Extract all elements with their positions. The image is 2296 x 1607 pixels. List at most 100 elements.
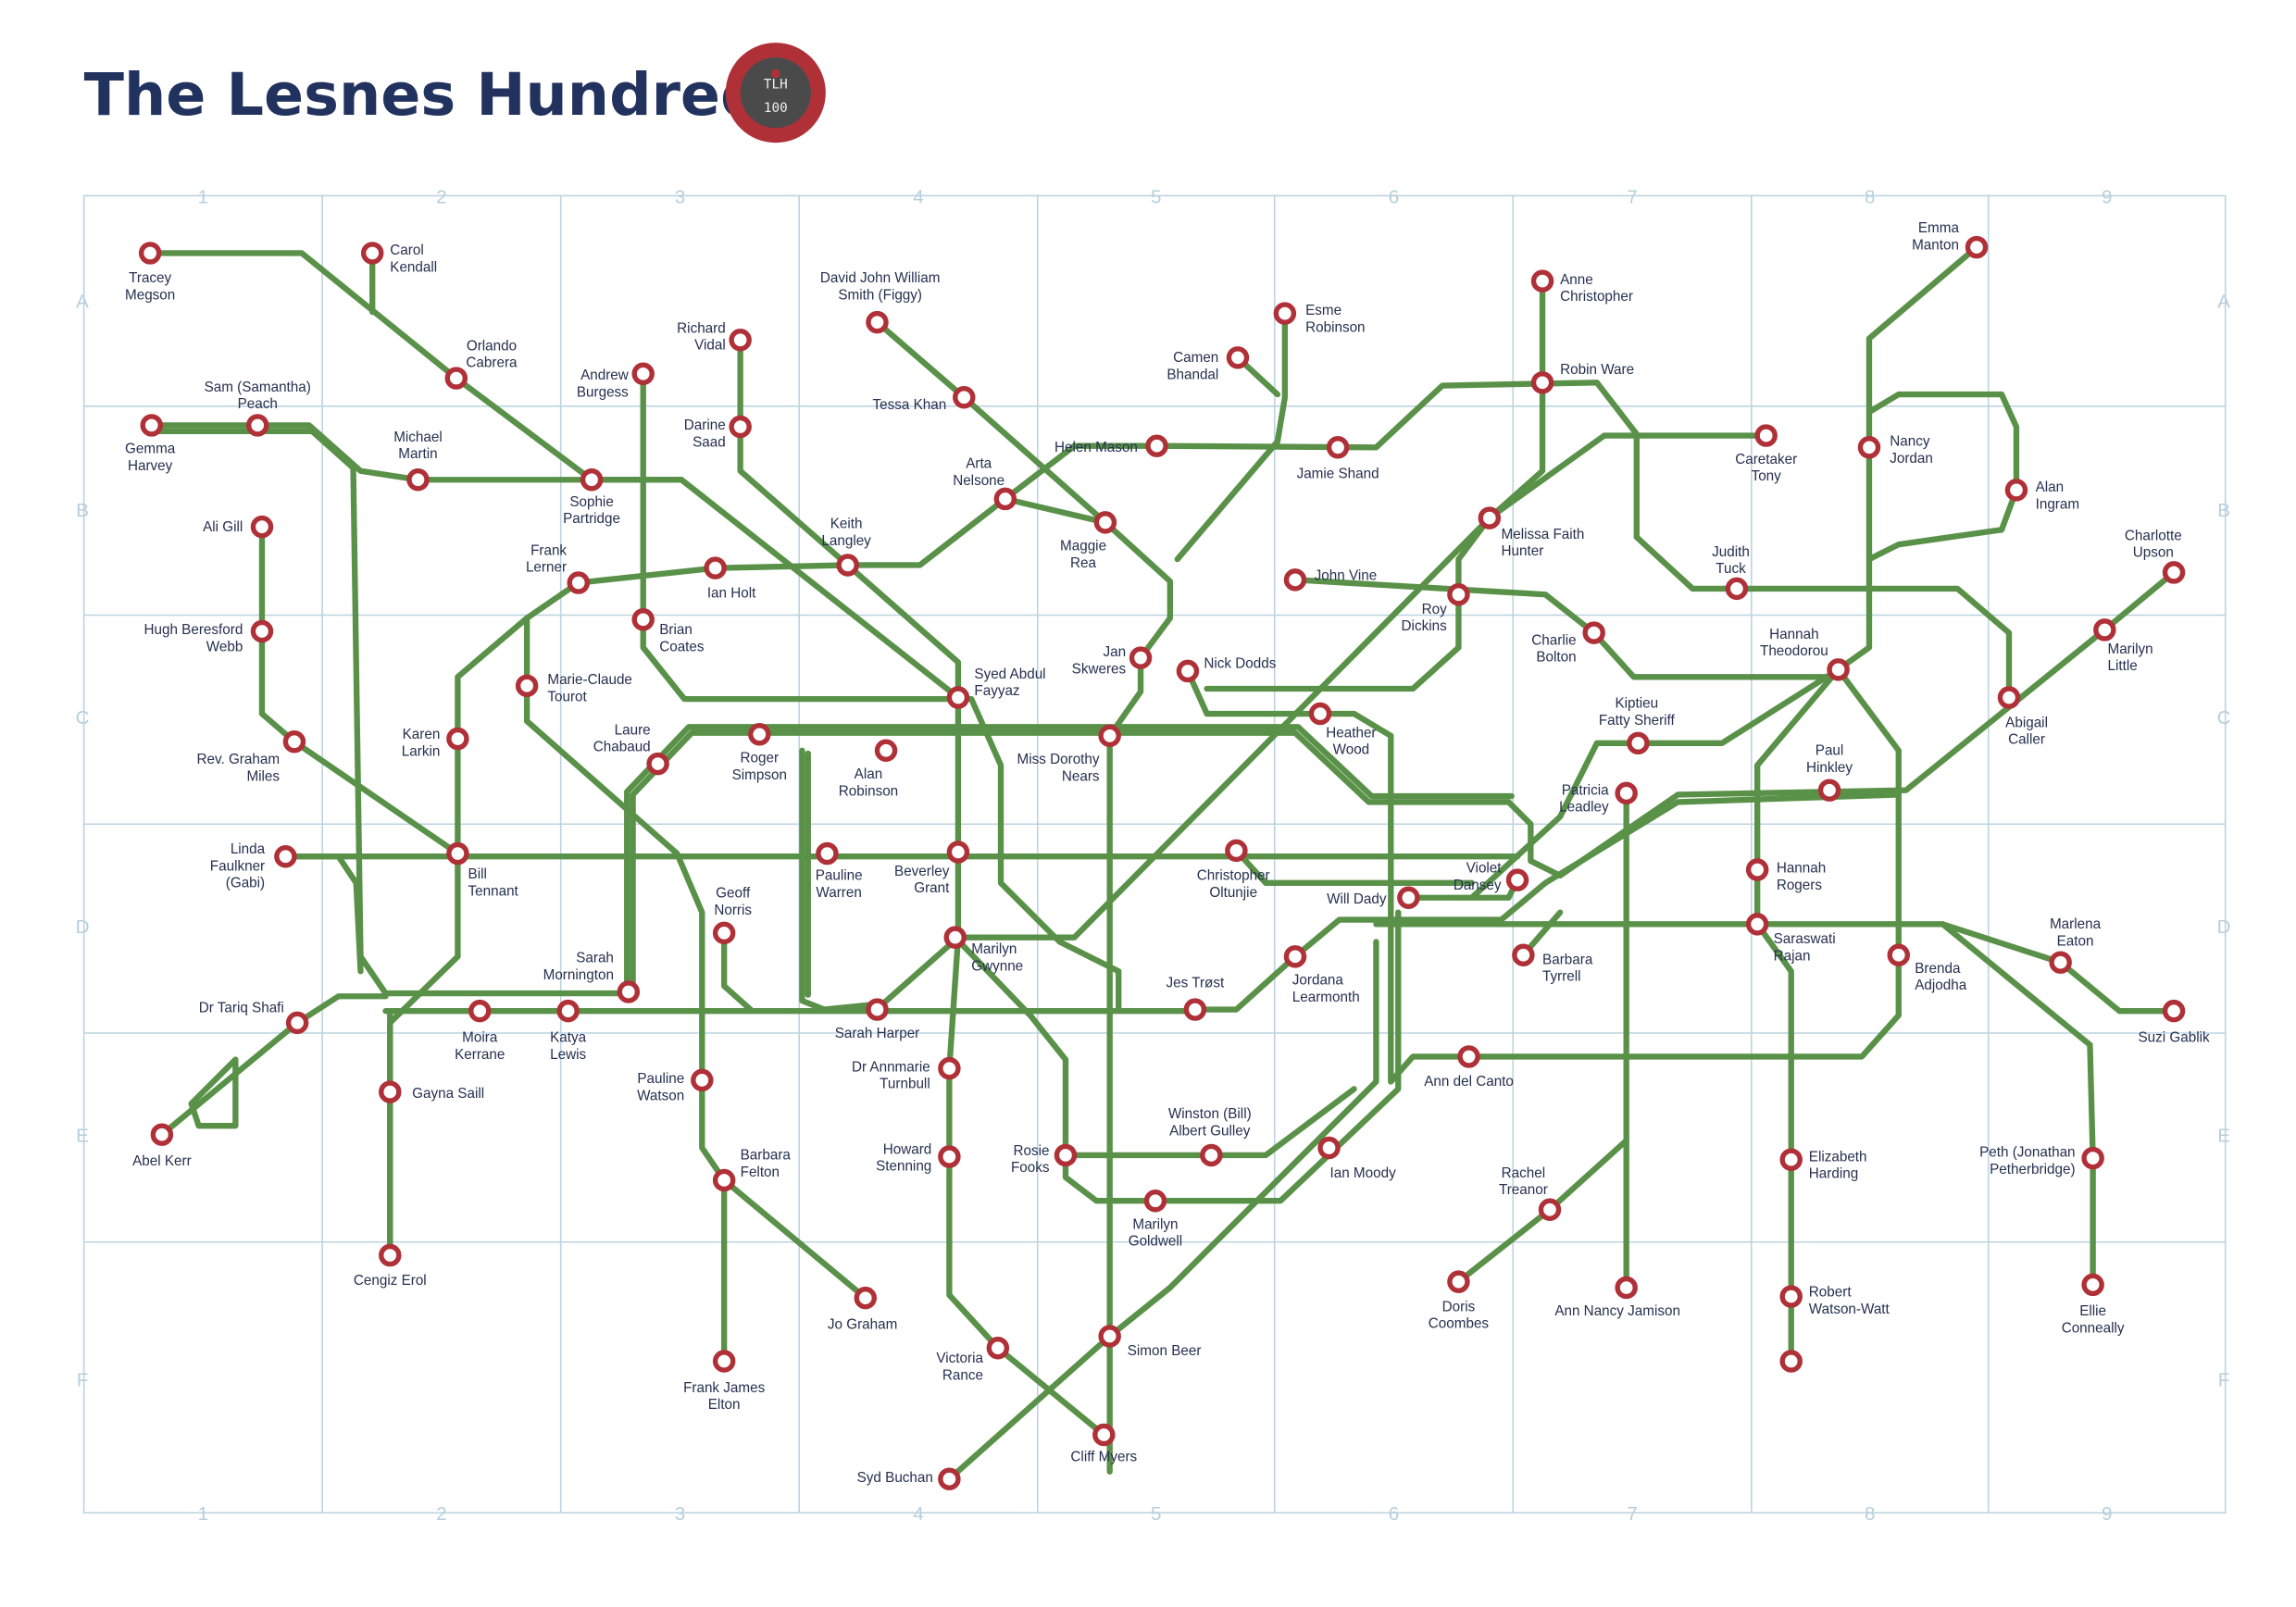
station-marker-icon[interactable] [1779, 1148, 1803, 1171]
station-marker-icon[interactable] [938, 1145, 961, 1168]
station-marker-icon[interactable] [1098, 724, 1121, 748]
station-marker-icon[interactable] [1283, 568, 1307, 592]
station-marker-icon[interactable] [274, 844, 297, 868]
station-marker-icon[interactable] [250, 515, 274, 539]
station[interactable] [1779, 1350, 1803, 1373]
station-marker-icon[interactable] [631, 608, 655, 631]
station-marker-icon[interactable] [1754, 424, 1778, 447]
station-marker-icon[interactable] [1226, 346, 1250, 369]
station-marker-icon[interactable] [1512, 943, 1535, 966]
station-marker-icon[interactable] [2004, 479, 2028, 502]
station-marker-icon[interactable] [729, 328, 752, 352]
station[interactable]: Abel Kerr [132, 1123, 192, 1169]
station-marker-icon[interactable] [556, 999, 580, 1023]
station-marker-icon[interactable] [986, 1336, 1010, 1360]
station[interactable]: Ian Moody [1317, 1136, 1396, 1181]
station[interactable]: Tessa Khan [873, 385, 976, 413]
station[interactable]: Jes Trøst [1167, 976, 1225, 1021]
station[interactable]: Ian Holt [704, 556, 756, 601]
station-marker-icon[interactable] [1273, 302, 1297, 325]
station-marker-icon[interactable] [1745, 858, 1769, 881]
station-marker-icon[interactable] [245, 414, 269, 437]
station[interactable]: Sarah Harper [835, 998, 920, 1041]
station-marker-icon[interactable] [406, 468, 430, 492]
station[interactable]: Nick Dodds [1176, 656, 1277, 683]
station-marker-icon[interactable] [2162, 999, 2186, 1023]
station-marker-icon[interactable] [2049, 951, 2072, 974]
station-marker-icon[interactable] [946, 686, 970, 709]
station-marker-icon[interactable] [1817, 779, 1841, 802]
station-marker-icon[interactable] [993, 487, 1017, 511]
station-marker-icon[interactable] [1505, 868, 1529, 891]
station-marker-icon[interactable] [567, 571, 591, 594]
station-marker-icon[interactable] [2081, 1273, 2104, 1297]
station[interactable]: Jo Graham [828, 1286, 897, 1333]
station-marker-icon[interactable] [379, 1080, 402, 1103]
station-marker-icon[interactable] [1538, 1198, 1562, 1222]
station-marker-icon[interactable] [943, 926, 967, 949]
station-marker-icon[interactable] [2093, 618, 2116, 642]
station-marker-icon[interactable] [1317, 1136, 1341, 1160]
station[interactable]: Ali Gill [203, 515, 274, 539]
station-marker-icon[interactable] [1326, 436, 1350, 459]
station-marker-icon[interactable] [617, 980, 641, 1003]
station-marker-icon[interactable] [580, 468, 604, 492]
station[interactable]: Winston (Bill)Albert Gulley [1168, 1106, 1252, 1167]
station[interactable]: Helen Mason [1054, 434, 1168, 457]
station-marker-icon[interactable] [729, 415, 752, 439]
station-marker-icon[interactable] [360, 242, 384, 265]
station-marker-icon[interactable] [712, 1350, 736, 1373]
station-marker-icon[interactable] [1225, 839, 1248, 863]
station-marker-icon[interactable] [1887, 943, 1911, 966]
station-marker-icon[interactable] [1627, 731, 1650, 755]
station-marker-icon[interactable] [2081, 1146, 2104, 1170]
station-marker-icon[interactable] [446, 727, 469, 751]
station-marker-icon[interactable] [836, 554, 859, 577]
station-marker-icon[interactable] [444, 367, 468, 390]
station-marker-icon[interactable] [446, 841, 469, 866]
station-marker-icon[interactable] [468, 999, 492, 1023]
station-marker-icon[interactable] [1857, 436, 1881, 459]
station-marker-icon[interactable] [140, 414, 163, 437]
station-marker-icon[interactable] [1965, 235, 1989, 259]
station[interactable]: Ann del Canto [1424, 1045, 1514, 1090]
station-marker-icon[interactable] [874, 739, 898, 763]
station-marker-icon[interactable] [1447, 583, 1470, 606]
station[interactable]: Cliff Myers [1070, 1423, 1138, 1465]
station[interactable]: Jamie Shand [1297, 436, 1379, 482]
station-marker-icon[interactable] [1779, 1285, 1803, 1308]
station-marker-icon[interactable] [1308, 702, 1332, 726]
station[interactable]: Will Dady [1327, 886, 1420, 909]
